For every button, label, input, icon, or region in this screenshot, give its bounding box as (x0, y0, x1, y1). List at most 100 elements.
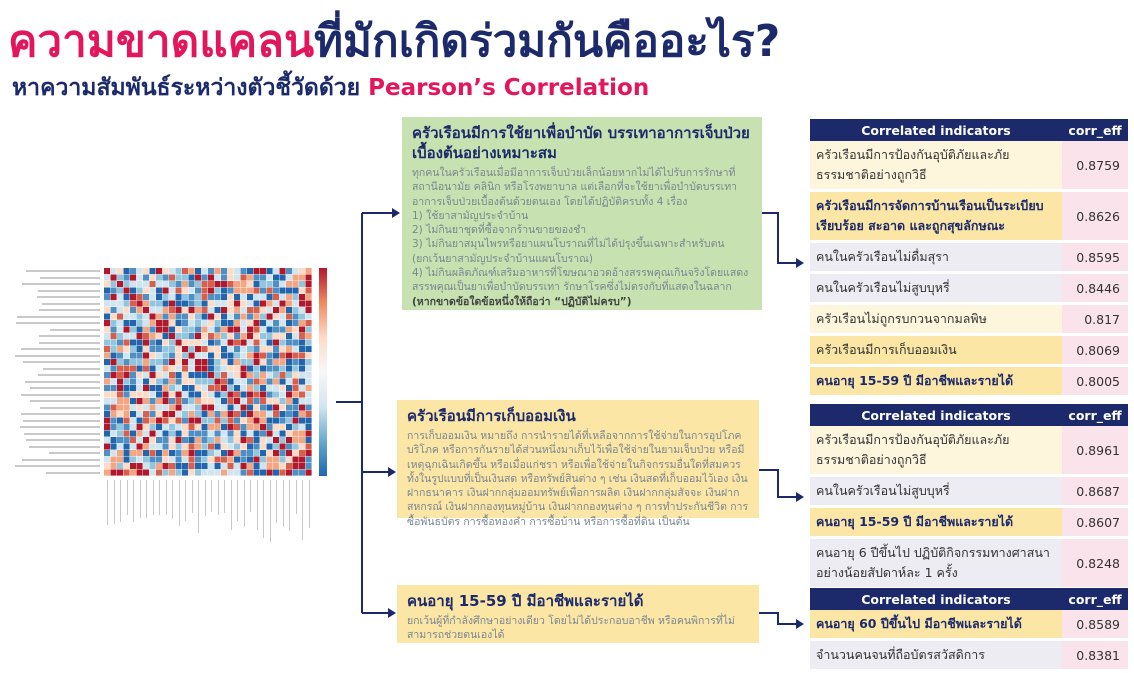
heatmap-cell (221, 333, 228, 340)
group-box-savings: ครัวเรือนมีการเก็บออมเงิน การเก็บออมเงิน… (397, 400, 759, 528)
description-line: ยกเว้นผู้ที่กำลังศึกษาอย่างเดียว โดยไม่ไ… (407, 615, 735, 642)
heatmap-cell (104, 385, 111, 392)
heatmap-cell (162, 411, 169, 418)
heatmap-cell (214, 385, 221, 392)
heatmap-cell (292, 456, 299, 463)
heatmap-cell (227, 372, 234, 379)
heatmap-cell (136, 443, 143, 450)
heatmap-cell (299, 352, 306, 359)
heatmap-cell (279, 424, 286, 431)
heatmap-row-label (39, 335, 100, 337)
heatmap-cell (169, 339, 176, 346)
heatmap-cell (201, 372, 208, 379)
heatmap-cell (110, 411, 117, 418)
heatmap-cell (162, 372, 169, 379)
description-line: 3) ไม่กินยาสมุนไพรหรือยาแผนโบราณที่ไม่ได… (412, 238, 725, 265)
heatmap-cell (234, 365, 241, 372)
heatmap-cell (221, 417, 228, 424)
heatmap-cell (117, 346, 124, 353)
heatmap-col-label (237, 480, 239, 521)
heatmap-colorbar (319, 268, 327, 476)
heatmap-cell (221, 307, 228, 314)
heatmap-cell (240, 359, 247, 366)
heatmap-cell (175, 398, 182, 405)
heatmap-col-label (191, 480, 193, 513)
heatmap-cell (227, 443, 234, 450)
heatmap-cell (305, 352, 312, 359)
heatmap-cell (253, 469, 260, 476)
heatmap-cell (143, 469, 150, 476)
heatmap-cell (286, 398, 293, 405)
heatmap-cell (299, 320, 306, 327)
heatmap-cell (292, 391, 299, 398)
heatmap-cell (188, 398, 195, 405)
heatmap-cell (169, 411, 176, 418)
heatmap-cell (136, 320, 143, 327)
heatmap-cell (227, 359, 234, 366)
heatmap-cell (143, 404, 150, 411)
heatmap-cell (130, 346, 137, 353)
heatmap-cell (279, 333, 286, 340)
heatmap-cell (182, 307, 189, 314)
heatmap-cell (117, 372, 124, 379)
table-row: คนอายุ 60 ปีขึ้นไป มีอาชีพและรายได้ 0.85… (810, 610, 1128, 641)
heatmap-cell (110, 424, 117, 431)
heatmap-cell (149, 463, 156, 470)
heatmap-cell (110, 346, 117, 353)
column-header-indicator: Correlated indicators (810, 119, 1062, 141)
heatmap-col-label (289, 480, 291, 531)
indicator-cell: จำนวนคนจนที่ถือบัตรสวัสดิการ (810, 639, 1062, 672)
heatmap-cell (195, 333, 202, 340)
heatmap-cell (130, 274, 137, 281)
heatmap-cell (266, 417, 273, 424)
heatmap-cell (299, 281, 306, 288)
heatmap-col-label (217, 480, 219, 515)
heatmap-cell (292, 424, 299, 431)
heatmap-cell (201, 326, 208, 333)
heatmap-cell (227, 469, 234, 476)
heatmap-cell (292, 463, 299, 470)
heatmap-cell (123, 333, 130, 340)
heatmap-cell (143, 326, 150, 333)
heatmap-cell (169, 287, 176, 294)
indicator-cell: คนในครัวเรือนไม่สูบบุหรี่ (810, 475, 1062, 508)
table-row: ครัวเรือนไม่ถูกรบกวนจากมลพิษ 0.817 (810, 303, 1128, 336)
heatmap-cell (266, 404, 273, 411)
heatmap-cell (279, 391, 286, 398)
heatmap-cell (214, 359, 221, 366)
heatmap-row-label (40, 276, 100, 279)
heatmap-cell (279, 372, 286, 379)
heatmap-cell (214, 346, 221, 353)
heatmap-cell (247, 268, 254, 275)
heatmap-cell (208, 424, 215, 431)
heatmap-cell (253, 268, 260, 275)
heatmap-cell (136, 346, 143, 353)
heatmap-cell (247, 469, 254, 476)
heatmap-cell (182, 372, 189, 379)
heatmap-cell (260, 320, 267, 327)
heatmap-cell (195, 346, 202, 353)
heatmap-cell (162, 424, 169, 431)
heatmap-cell (286, 300, 293, 307)
heatmap-cell (279, 352, 286, 359)
heatmap-cell (221, 411, 228, 418)
heatmap-cell (286, 372, 293, 379)
heatmap-cell (130, 456, 137, 463)
heatmap-cell (286, 404, 293, 411)
heatmap-cell (266, 469, 273, 476)
heatmap-cell (299, 339, 306, 346)
heatmap-row-label (49, 452, 100, 454)
heatmap-cell (234, 385, 241, 392)
heatmap-cell (182, 333, 189, 340)
heatmap-cell (149, 424, 156, 431)
heatmap-cell (273, 456, 280, 463)
heatmap-cell (201, 391, 208, 398)
heatmap-cell (208, 398, 215, 405)
heatmap-cell (110, 281, 117, 288)
heatmap-cell (143, 352, 150, 359)
heatmap-cell (143, 359, 150, 366)
heatmap-cell (149, 333, 156, 340)
heatmap-cell (279, 313, 286, 320)
heatmap-cell (286, 326, 293, 333)
heatmap-cell (299, 300, 306, 307)
